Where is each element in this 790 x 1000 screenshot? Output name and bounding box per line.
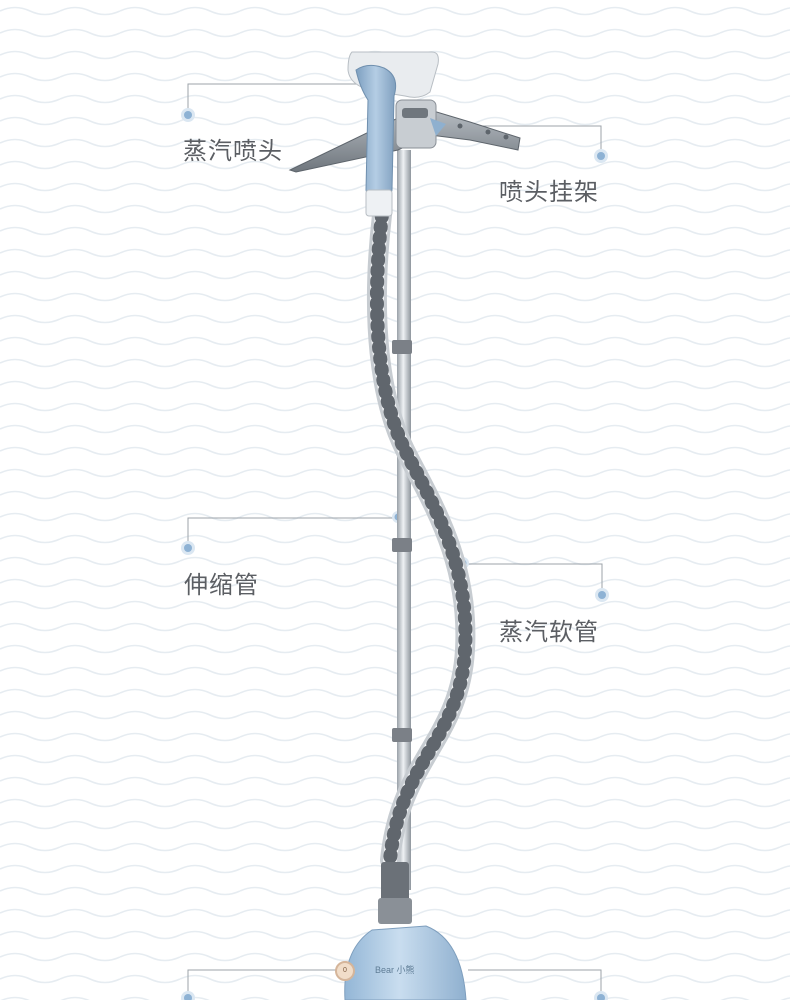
telescopic-pole bbox=[392, 150, 412, 890]
steam-hose bbox=[366, 205, 476, 870]
steam-head bbox=[347, 51, 439, 217]
head-holder-label: 喷头挂架 bbox=[499, 178, 599, 206]
leader-lines bbox=[187, 83, 603, 1000]
telescopic-pole-label: 伸缩管 bbox=[184, 571, 259, 599]
steam-head-label: 蒸汽喷头 bbox=[183, 137, 283, 165]
hanger bbox=[288, 99, 521, 173]
hose-connector bbox=[378, 862, 412, 924]
brand-logo: Bear 小熊 bbox=[375, 965, 415, 975]
steam-hose-label: 蒸汽软管 bbox=[499, 618, 599, 646]
power-knob[interactable]: 0 bbox=[335, 961, 355, 981]
